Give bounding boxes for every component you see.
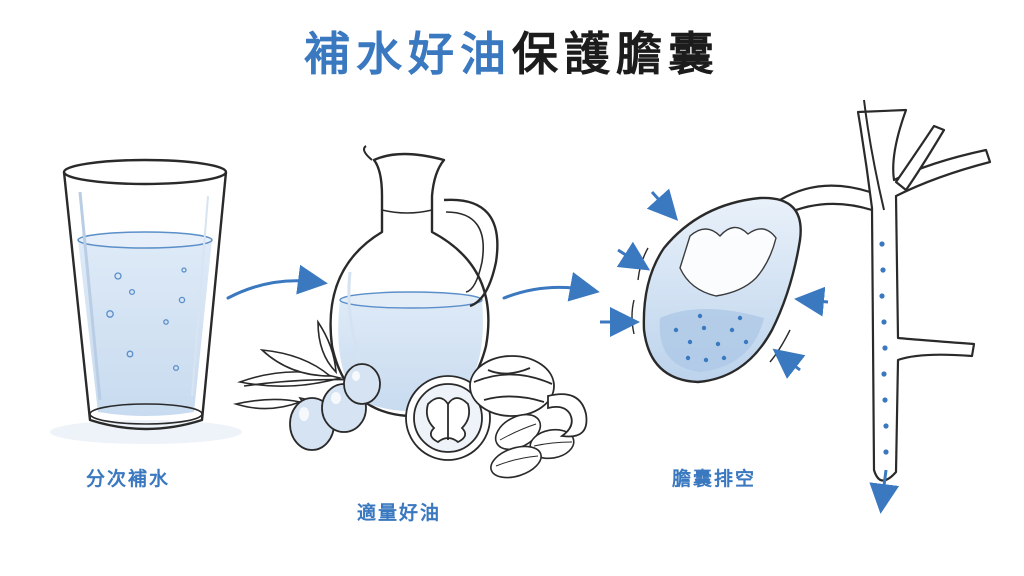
step-label-water: 分次補水 (86, 468, 171, 490)
step-label-oil: 適量好油 (357, 502, 442, 524)
title-rest: 保護膽囊 (512, 27, 720, 81)
oil-jug-nuts-olives-icon (232, 145, 588, 479)
flow-arrow-2 (502, 272, 600, 302)
water-glass-icon (50, 158, 242, 444)
title-highlight: 補水好油 (304, 27, 512, 81)
bile-flow-arrow (869, 469, 900, 514)
gallbladder-icon (600, 99, 992, 514)
flow-arrow-1 (226, 264, 328, 300)
page-title: 補水好油保護膽囊 (0, 18, 1024, 84)
step-label-gallbladder: 膽囊排空 (672, 468, 757, 490)
